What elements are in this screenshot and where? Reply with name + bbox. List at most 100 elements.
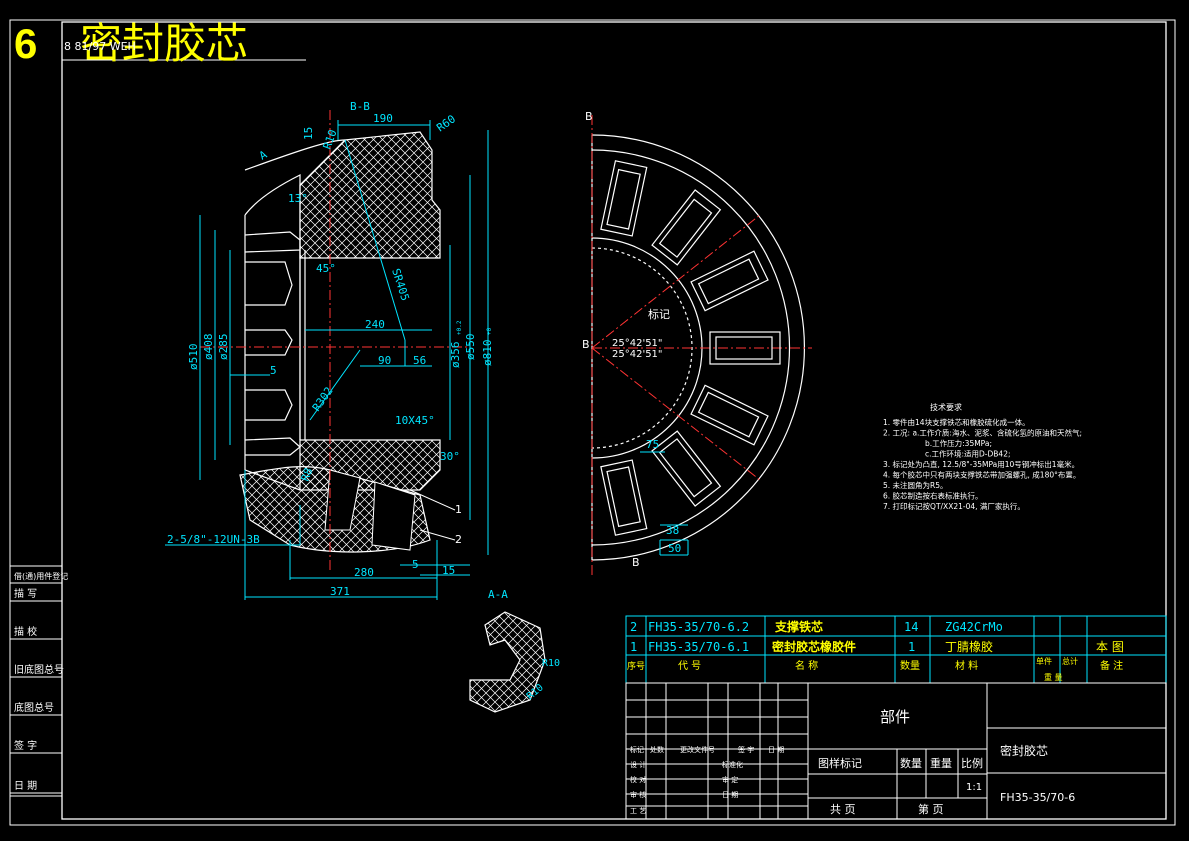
section-aa-label: A-A [488,588,508,601]
angle-1: 25°42'51" [612,338,663,349]
dim-56: 56 [413,354,426,367]
dim-371: 371 [330,585,350,598]
inner-border [61,21,1167,820]
hdr-qty: 数量 [900,659,920,672]
slot [651,430,722,507]
parts-row-1: 1 FH35-35/70-6.1 密封胶芯橡胶件 1 丁腈橡胶 本 图 [630,639,1124,654]
tb-rows: 标记处数更改文件号签 字日 期设 计标准化校 对审 定审 核日 期工 艺 [630,745,784,815]
tb-cell: 处数 [650,745,664,754]
side-item: 描 校 [14,625,37,638]
dim-50: 50 [668,542,681,555]
dim-280: 280 [354,566,374,579]
hdr-material: 材 料 [955,659,978,672]
tech-note-line: b.工作压力:35MPa; [925,438,992,448]
b-bot: B [632,556,640,569]
row1-material: 丁腈橡胶 [945,639,993,654]
row1-note: 本 图 [1096,640,1124,654]
slot [600,459,648,536]
hdr-code: 代 号 [678,660,701,672]
tb-cell: 更改文件号 [680,745,715,754]
tb-total-sheets: 共 页 [830,803,856,816]
title-block [625,682,1167,820]
dim-240: 240 [365,318,385,331]
dim-13deg: 13° [288,192,308,205]
row2-code: FH35-35/70-6.2 [648,620,749,634]
row2-material: ZG42CrMo [945,620,1003,634]
slot [690,250,769,312]
tb-cell: 标准化 [722,760,743,769]
dim-phi510: ø510 [187,344,200,371]
tech-heading: 技术要求 [930,402,962,412]
tol-810: +0 [486,327,493,335]
dim-r8: R8 [299,466,316,483]
hdr-no: 序号 [627,660,645,672]
title-overlay: 8 81/97 WEH [64,40,136,53]
section-bb-label: B-B [350,100,370,113]
tb-cell: 签 字 [738,745,754,754]
side-item: 描 写 [14,587,37,600]
tb-stage-mark: 图样标记 [818,756,862,770]
aa-section-shape [469,611,546,713]
side-item: 日 期 [14,780,37,792]
tech-note-line: 1. 零件由14块支撑铁芯和橡胶硫化成一体。 [883,417,1030,427]
dim-phi408: ø408 [202,334,215,361]
row2-no: 2 [630,620,637,634]
side-item: 底图总号 [14,701,54,714]
dim-5a: 5 [270,364,277,377]
tb-cell: 校 对 [630,775,646,784]
slot [709,331,781,365]
tb-drawing-no: FH35-35/70-6 [1000,791,1075,804]
tech-note-line: 3. 标记处为凸直, 12.5/8"-35MPa用10号钢冲标出1毫米。 [883,459,1079,469]
side-item: 旧底图总号 [14,663,64,676]
dim-r10: R10 [321,128,340,151]
dim-90: 90 [378,354,391,367]
row1-qty: 1 [908,640,915,654]
tech-note-line: 6. 胶芯制造按右表标准执行。 [883,491,983,501]
row1-code: FH35-35/70-6.1 [648,640,749,654]
tb-cell: 设 计 [630,760,646,769]
tb-cell: 审 定 [722,775,738,784]
tb-weight: 重量 [930,756,952,770]
tb-sheet: 第 页 [918,802,944,816]
parts-header: 序号 代 号 名 称 数量 材 料 单件 总计 重 量 备 注 [627,656,1123,682]
tb-scale: 1:1 [966,782,982,793]
leader-2: 2 [455,533,462,546]
leader-1: 1 [455,503,462,516]
title-number: 6 [14,20,37,67]
tech-notes: 1. 零件由14块支撑铁芯和橡胶硫化成一体。2. 工况: a.工作介质:海水、泥… [883,417,1082,511]
dim-10x45: 10X45° [395,414,435,427]
tb-cell: 日 期 [768,746,784,754]
dim-5b: 5 [412,558,419,571]
side-block [9,565,63,797]
hdr-name: 名 称 [795,659,818,672]
tb-drawing-name: 密封胶芯 [1000,743,1048,758]
side-item: 签 字 [14,739,37,752]
b-mid: B [582,338,590,351]
angle-2: 25°42'51" [612,349,663,360]
title-text: 密封胶芯 [80,19,248,68]
dim-30deg: 30° [440,450,460,463]
dim-r60: R60 [434,112,458,134]
dim-75: 75 [646,438,659,451]
rubber-section-upper [299,131,441,259]
dim-thread: 2-5/8"-12UN-3B [167,533,260,546]
aa-r10a: R10 [542,658,560,669]
hdr-weight: 重 量 [1044,672,1063,682]
tech-note-line: 7. 打印标记按QT/XX21-04, 满厂家执行。 [883,501,1025,511]
row1-no: 1 [630,640,637,654]
tech-note-line: c.工作环境:适用D-DB42; [925,449,1011,459]
mark-label: 标记 [648,307,670,321]
tb-cell: 工 艺 [630,807,646,815]
tb-cell: 日 期 [722,791,738,799]
tb-cell: 标记 [630,745,644,754]
tb-ratio: 比例 [961,756,983,770]
side-item: 借(通)用件登记 [14,571,68,581]
dim-15b: 15 [442,564,455,577]
slot [690,384,769,446]
b-top: B [585,110,593,123]
row1-name: 密封胶芯橡胶件 [772,639,856,654]
hdr-note: 备 注 [1100,659,1123,672]
tb-quantity: 数量 [900,757,922,770]
tech-note-line: 2. 工况: a.工作介质:海水、泥浆、含硫化氢的原油和天然气; [883,428,1082,438]
